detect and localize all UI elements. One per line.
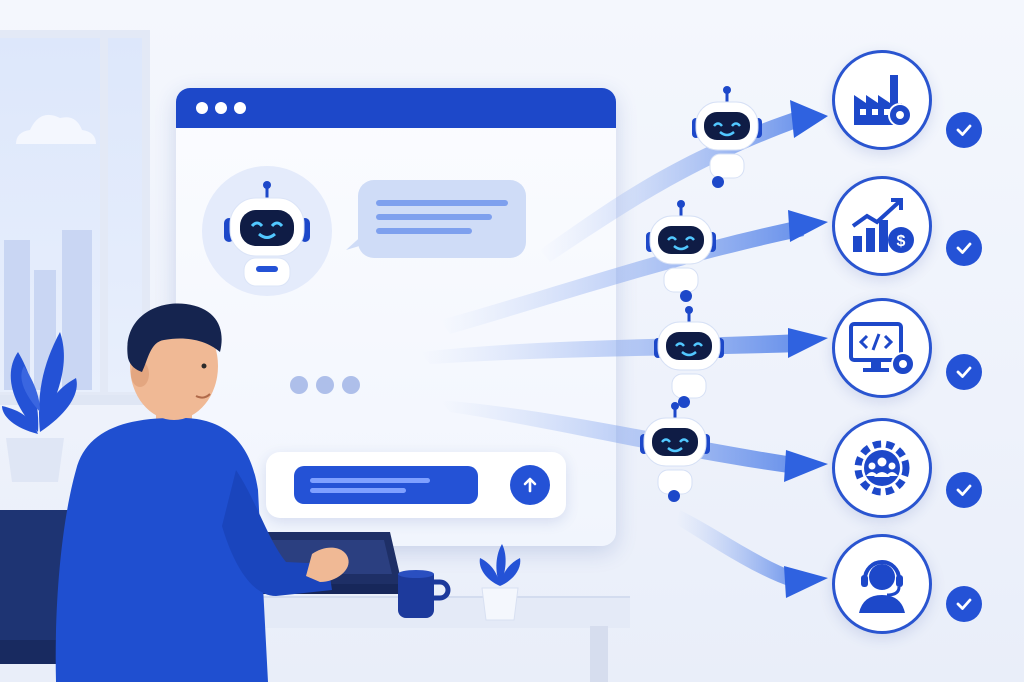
- flying-bot: [654, 306, 724, 408]
- support-headset-icon: [859, 560, 905, 613]
- check-icon: [956, 242, 972, 254]
- check-badge: [946, 472, 982, 508]
- robot-icon: [692, 86, 762, 188]
- check-badge: [946, 230, 982, 266]
- window-frame: [100, 30, 108, 400]
- flying-bot: [640, 402, 710, 502]
- check-badge: [946, 586, 982, 622]
- chat-titlebar: [176, 88, 616, 128]
- flying-bot: [646, 200, 716, 302]
- send-button[interactable]: [510, 465, 550, 505]
- arrow-up-icon: [523, 477, 537, 493]
- check-icon: [956, 124, 972, 136]
- check-badge: [946, 354, 982, 390]
- check-icon: [956, 598, 972, 610]
- team-gear-icon: [854, 440, 910, 496]
- flying-bot: [692, 86, 762, 188]
- check-icon: [956, 484, 972, 496]
- input-text-line: [310, 478, 430, 483]
- bubble-tail: [346, 232, 366, 250]
- robot-icon: [654, 306, 724, 408]
- chat-message-bubble: [346, 180, 526, 258]
- code-monitor-icon: [849, 322, 915, 376]
- destination-finance[interactable]: $: [832, 176, 932, 276]
- input-text-line: [310, 488, 406, 493]
- finance-growth-icon: $: [851, 198, 914, 253]
- destination-factory[interactable]: [832, 50, 932, 150]
- svg-text:$: $: [897, 233, 906, 250]
- city-skyline: [4, 114, 96, 390]
- titlebar-dot[interactable]: [215, 102, 227, 114]
- typing-dot: [342, 376, 360, 394]
- message-line: [376, 228, 472, 234]
- typing-dot: [316, 376, 334, 394]
- window-sill: [0, 395, 160, 405]
- message-line: [376, 200, 508, 206]
- robot-icon: [646, 200, 716, 302]
- destination-customer-support[interactable]: [832, 534, 932, 634]
- titlebar-dot[interactable]: [234, 102, 246, 114]
- check-icon: [956, 366, 972, 378]
- destination-development[interactable]: [832, 298, 932, 398]
- desk-plant: [479, 544, 521, 621]
- robot-icon: [640, 402, 710, 502]
- factory-gear-icon: [854, 75, 912, 127]
- robot-icon: [224, 181, 310, 287]
- titlebar-dot[interactable]: [196, 102, 208, 114]
- coffee-mug: [398, 570, 451, 618]
- bot-avatar: [202, 166, 332, 296]
- message-line: [376, 214, 492, 220]
- check-badge: [946, 112, 982, 148]
- message-input[interactable]: [294, 466, 478, 504]
- typing-dot: [290, 376, 308, 394]
- potted-plant-left: [2, 332, 77, 482]
- person-at-desk: [55, 303, 349, 682]
- message-composer: [266, 452, 566, 518]
- desk-leg: [590, 626, 608, 682]
- destination-operations[interactable]: [832, 418, 932, 518]
